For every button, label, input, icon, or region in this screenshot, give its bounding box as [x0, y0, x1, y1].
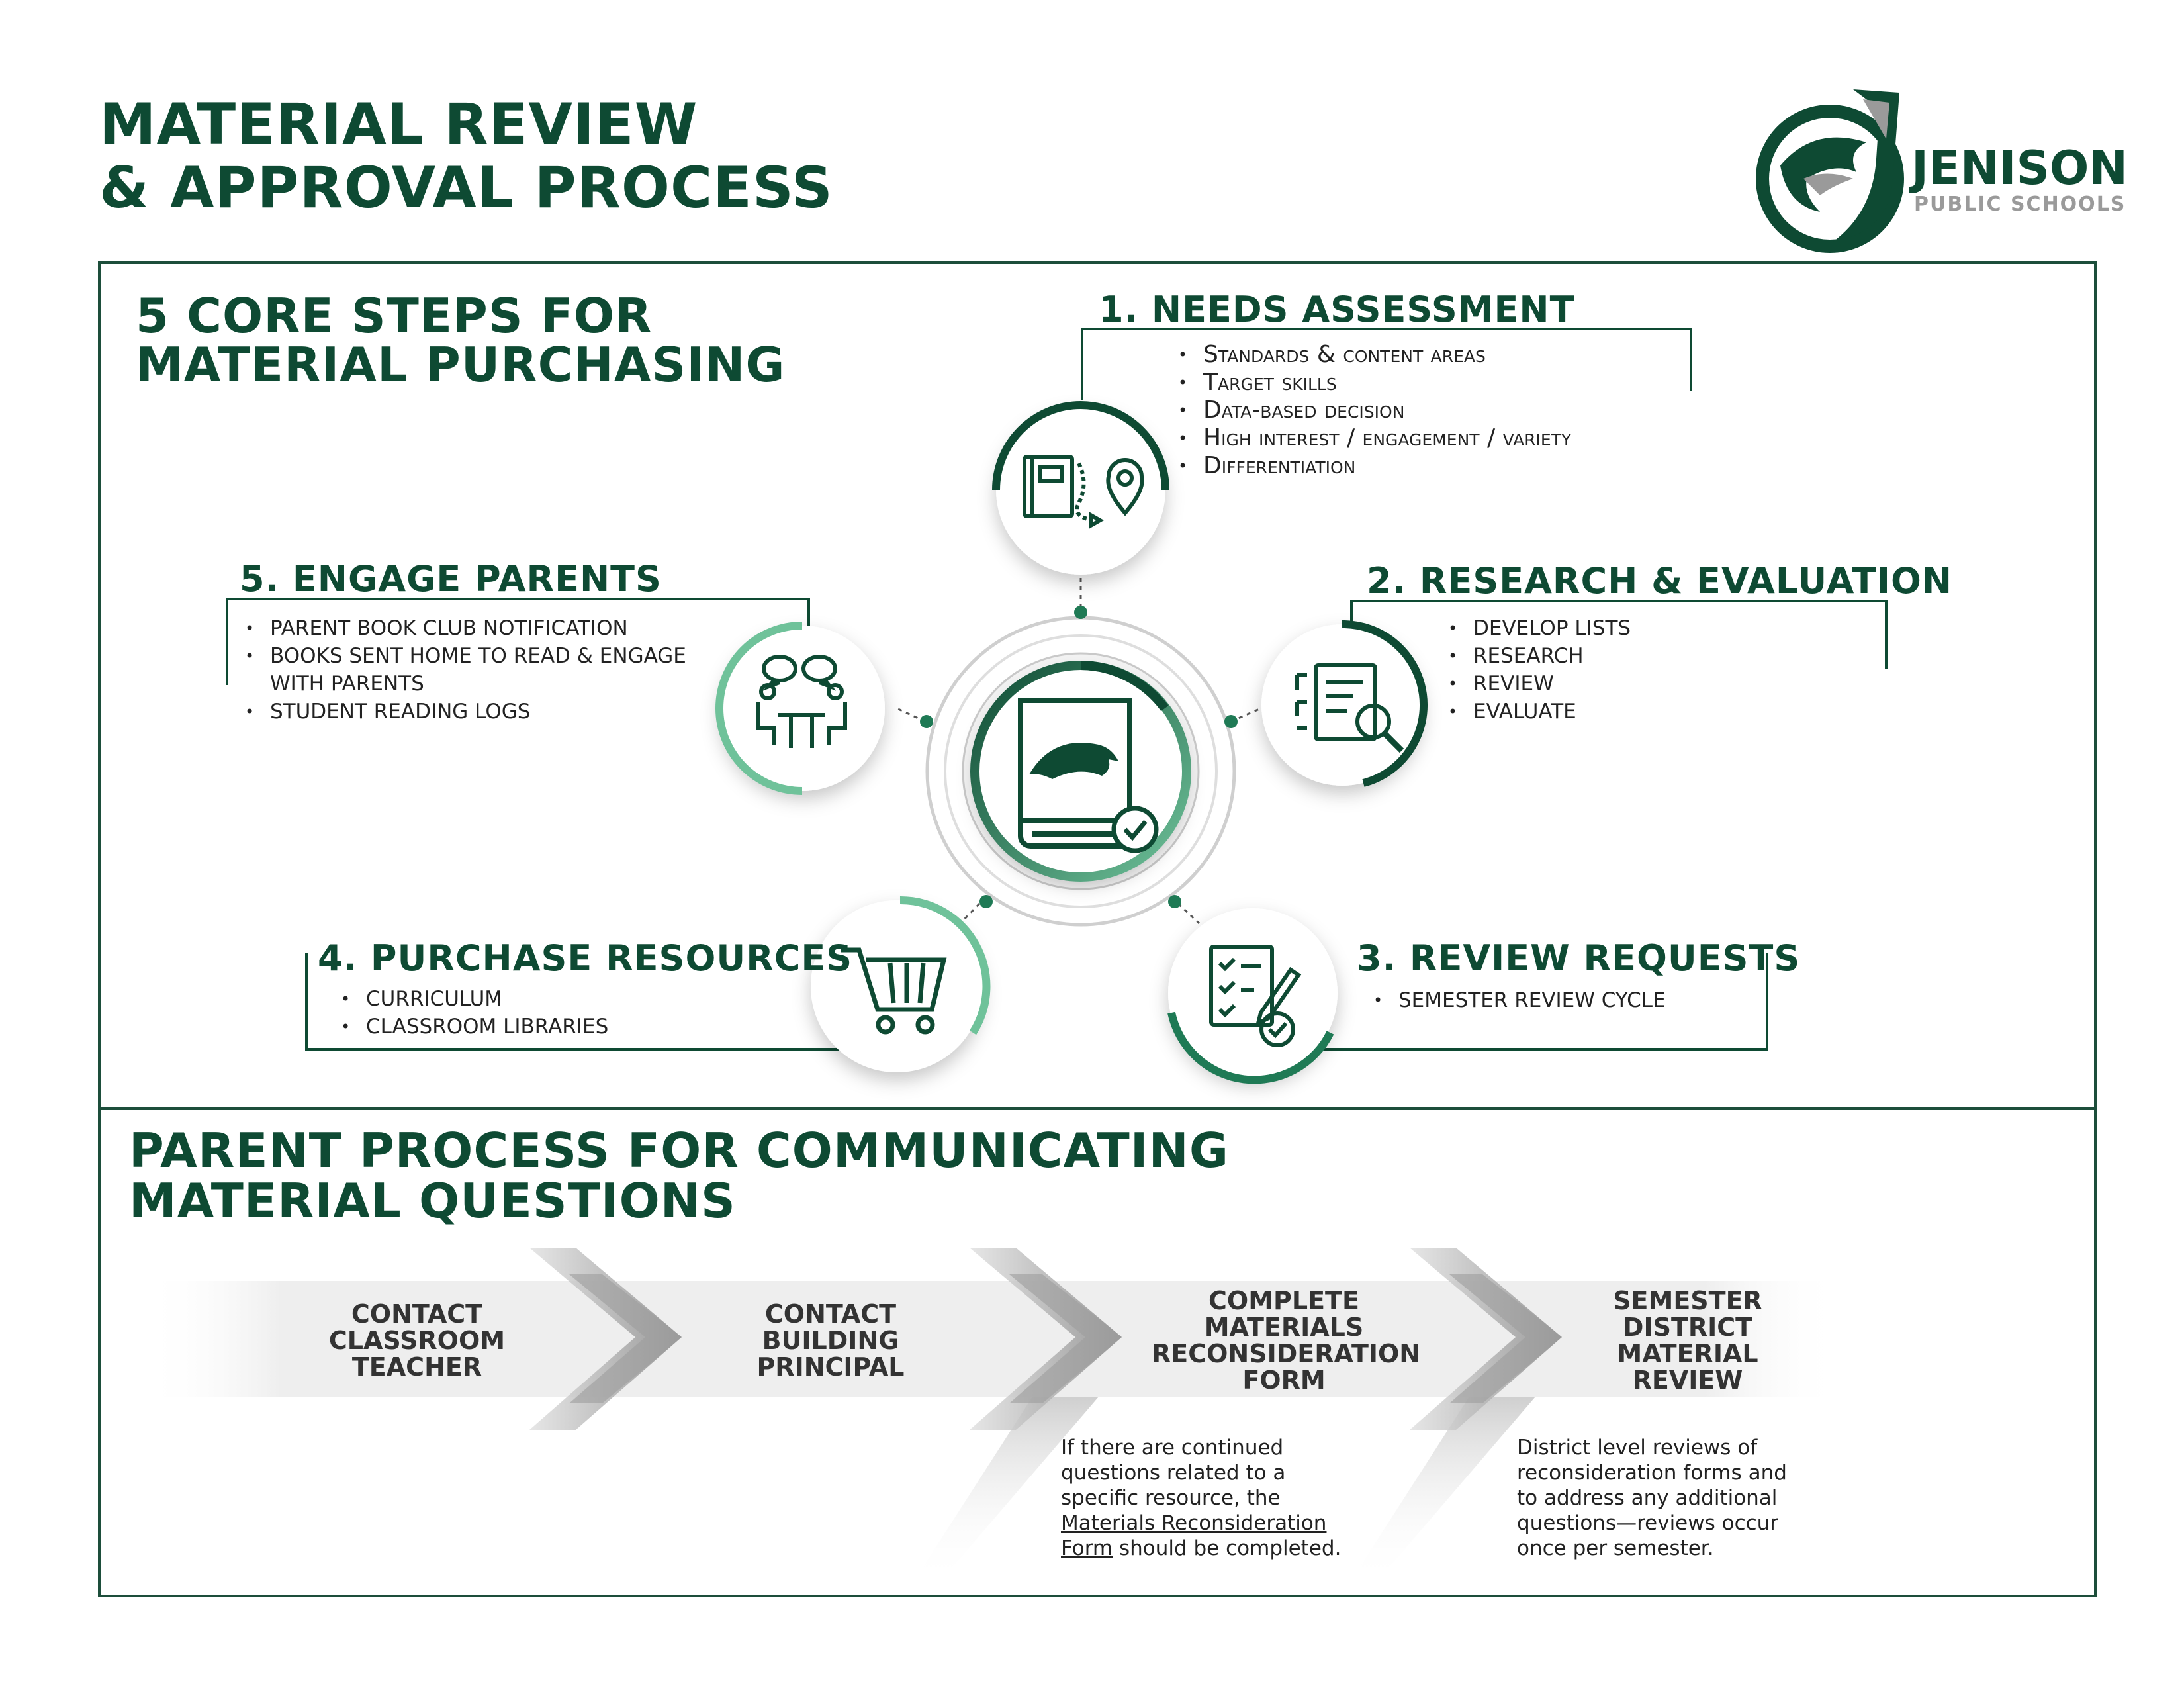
list-item: RESEARCH: [1448, 642, 1631, 670]
chevron-tail: [913, 1397, 1099, 1582]
parent-process-title-line2: MATERIAL QUESTIONS: [129, 1173, 736, 1229]
process-step-principal: CONTACT BUILDING PRINCIPAL: [731, 1301, 930, 1380]
label-line: MATERIALS: [1204, 1313, 1364, 1342]
label-line: BUILDING: [762, 1326, 899, 1355]
document-search-icon: [1295, 663, 1404, 753]
step2-heading: 2. RESEARCH & EVALUATION: [1367, 560, 1953, 602]
step1-circle: [992, 401, 1169, 575]
label-line: TEACHER: [351, 1352, 482, 1382]
chevron-arrow-3: [1410, 1248, 1562, 1430]
book-map-pin-icon: [1023, 455, 1144, 530]
label-line: FORM: [1242, 1366, 1326, 1395]
label-line: DISTRICT: [1622, 1313, 1753, 1342]
parent-process-title: PARENT PROCESS FOR COMMUNICATING MATERIA…: [129, 1125, 1229, 1226]
process-step-district-review: SEMESTER DISTRICT MATERIAL REVIEW: [1588, 1288, 1787, 1393]
checklist-pencil-icon: [1209, 945, 1302, 1047]
label-line: COMPLETE: [1208, 1286, 1359, 1315]
step5-bullets: PARENT BOOK CLUB NOTIFICATION BOOKS SENT…: [245, 614, 702, 726]
step1-heading: 1. NEEDS ASSESSMENT: [1099, 289, 1575, 330]
list-item: EVALUATE: [1448, 698, 1631, 726]
step5-circle: [715, 622, 885, 795]
people-talking-icon: [756, 655, 847, 748]
label-line: CONTACT: [351, 1299, 483, 1329]
list-item: STUDENT READING LOGS: [245, 698, 702, 726]
wildcat-j-logo-icon: JENISON PUBLIC SCHOOLS: [1756, 89, 2128, 253]
parent-process-title-line1: PARENT PROCESS FOR COMMUNICATING: [129, 1123, 1229, 1178]
list-item: Differentiation: [1178, 452, 1571, 480]
label-line: RECONSIDERATION: [1152, 1339, 1421, 1368]
list-item: CURRICULUM: [341, 985, 608, 1013]
parent-process-panel: [98, 1107, 2097, 1597]
list-item: High interest / engagement / variety: [1178, 424, 1571, 452]
list-item: Target skills: [1178, 369, 1571, 397]
process-step-teacher: CONTACT CLASSROOM TEACHER: [318, 1301, 516, 1380]
logo-name: JENISON: [1909, 141, 2128, 195]
list-item: SEMESTER REVIEW CYCLE: [1373, 986, 1666, 1014]
core-steps-title-line2: MATERIAL PURCHASING: [136, 337, 786, 393]
page-title: MATERIAL REVIEW & APPROVAL PROCESS: [99, 93, 833, 220]
step4-circle: [811, 896, 991, 1072]
step1-bullets: Standards & content areas Target skills …: [1178, 341, 1571, 480]
core-steps-title: 5 CORE STEPS FOR MATERIAL PURCHASING: [136, 291, 785, 389]
step4-heading: 4. PURCHASE RESOURCES: [318, 937, 853, 979]
label-line: CLASSROOM: [328, 1326, 506, 1355]
list-item: Standards & content areas: [1178, 341, 1571, 369]
logo-subtitle: PUBLIC SCHOOLS: [1914, 193, 2126, 216]
list-item: REVIEW: [1448, 670, 1631, 698]
label-line: MATERIAL: [1617, 1339, 1758, 1368]
step5-heading: 5. ENGAGE PARENTS: [240, 558, 662, 600]
label-line: CONTACT: [764, 1299, 897, 1329]
step4-bullets: CURRICULUM CLASSROOM LIBRARIES: [341, 985, 608, 1041]
core-steps-diagram: [226, 328, 1888, 1084]
step2-bullets: DEVELOP LISTS RESEARCH REVIEW EVALUATE: [1448, 614, 1631, 726]
step2-circle: [1261, 620, 1428, 787]
district-logo: JENISON PUBLIC SCHOOLS: [1741, 79, 2128, 253]
label-line: PRINCIPAL: [756, 1352, 905, 1382]
process-step-form: COMPLETE MATERIALS RECONSIDERATION FORM: [1152, 1286, 1421, 1395]
orbit-ring-inner: [944, 634, 1218, 908]
page-title-line1: MATERIAL REVIEW: [99, 91, 698, 158]
reconsideration-form-link[interactable]: Materials Reconsideration Form: [1061, 1511, 1327, 1560]
form-description-text: If there are continued questions related…: [1061, 1436, 1286, 1510]
step3-bullets: SEMESTER REVIEW CYCLE: [1373, 986, 1666, 1014]
list-item: CLASSROOM LIBRARIES: [341, 1013, 608, 1041]
page-title-line2: & APPROVAL PROCESS: [99, 155, 833, 221]
list-item: PARENT BOOK CLUB NOTIFICATION: [245, 614, 702, 642]
chevron-arrow-1: [529, 1248, 682, 1430]
chevron-arrow-2: [970, 1248, 1122, 1430]
step3-heading: 3. REVIEW REQUESTS: [1357, 937, 1801, 979]
shopping-cart-icon: [841, 947, 947, 1035]
connector-dots: [920, 606, 1238, 908]
label-line: SEMESTER: [1613, 1286, 1762, 1315]
list-item: BOOKS SENT HOME TO READ & ENGAGE WITH PA…: [245, 642, 702, 698]
form-description-text-end: should be completed.: [1113, 1536, 1342, 1560]
book-wildcat-check-icon: [1018, 698, 1159, 853]
list-item: DEVELOP LISTS: [1448, 614, 1631, 642]
heading-bracket-lines: [226, 328, 1888, 1051]
label-line: REVIEW: [1632, 1366, 1743, 1395]
chevron-tail: [1350, 1397, 1535, 1582]
core-steps-title-line1: 5 CORE STEPS FOR: [136, 288, 653, 344]
form-description: If there are continued questions related…: [1061, 1435, 1352, 1561]
district-review-description: District level reviews of reconsideratio…: [1517, 1436, 1787, 1560]
list-item: Data-based decision: [1178, 397, 1571, 424]
